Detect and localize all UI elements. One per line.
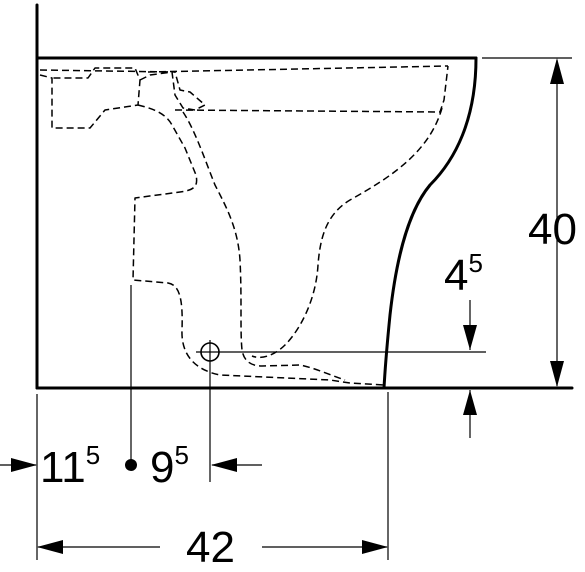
depth-total-label: 42 <box>186 523 235 572</box>
outlet-height-arrow-down <box>463 325 477 350</box>
bowl-interior-dashed <box>251 107 443 359</box>
outlet-height-base: 4 <box>444 251 468 300</box>
trapway-dashed <box>132 104 385 386</box>
axis-dot <box>125 459 137 471</box>
rim-channel-dashed <box>139 71 206 111</box>
outlet-height-sup: 5 <box>468 248 482 278</box>
trapway-inner-dashed <box>182 111 346 381</box>
wall-to-axis-label: 115 <box>40 440 100 492</box>
depth-arrow-right <box>362 540 388 554</box>
axis-to-outlet-label: 95 <box>150 440 189 492</box>
height-arrow-top <box>550 58 564 84</box>
axis-to-outlet-base: 9 <box>150 443 174 492</box>
outlet-height-label: 45 <box>444 248 483 300</box>
wall-offset-arrow <box>11 458 37 472</box>
wall-to-axis-base: 11 <box>40 443 86 492</box>
depth-arrow-left <box>37 540 63 554</box>
flush-inlet-dashed <box>39 67 141 129</box>
axis-to-outlet-sup: 5 <box>174 440 188 470</box>
bowl-outer-contour <box>382 56 478 390</box>
outlet-height-arrow-up <box>463 390 477 415</box>
outlet-offset-arrow <box>211 458 237 472</box>
inner-rim-dashed <box>39 65 449 73</box>
wall-to-axis-sup: 5 <box>86 440 100 470</box>
height-arrow-bottom <box>550 361 564 387</box>
rim-channel-bottom-dashed <box>174 65 449 113</box>
height-total-label: 40 <box>528 205 577 254</box>
